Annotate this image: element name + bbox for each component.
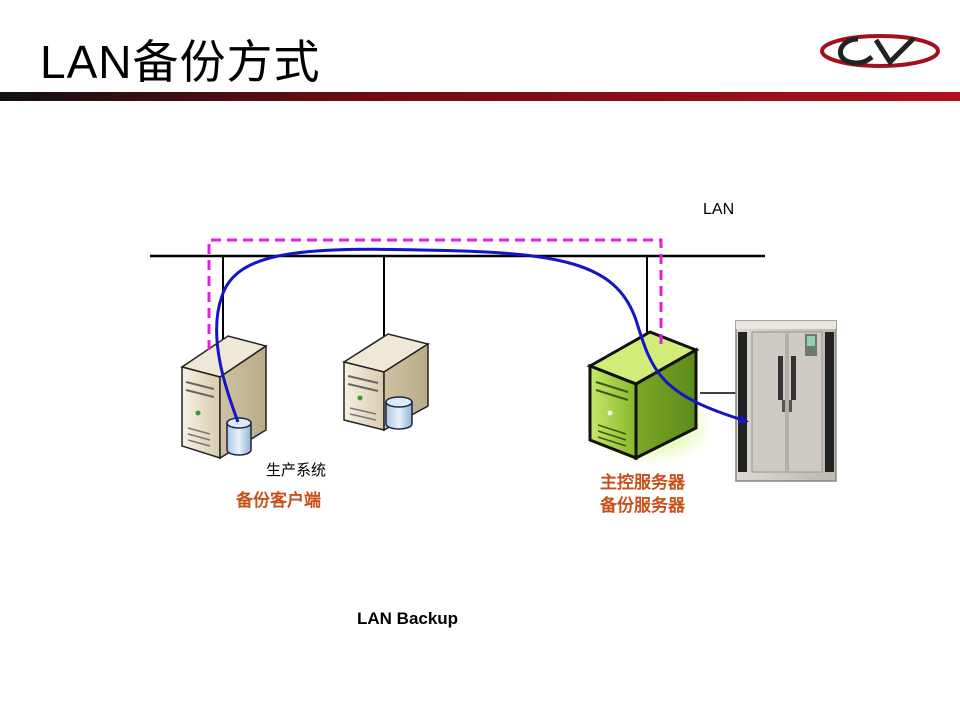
client-server-icon bbox=[180, 335, 268, 460]
header-bar bbox=[0, 92, 960, 101]
client-database-icon bbox=[226, 417, 252, 456]
slide-title: LAN备份方式 bbox=[40, 36, 321, 88]
production-system-label: 生产系统 bbox=[266, 462, 327, 479]
master-server-icon bbox=[586, 330, 700, 461]
master-server-label-group: 主控服务器 备份服务器 bbox=[600, 472, 685, 518]
cv-logo-icon bbox=[820, 34, 940, 68]
diagram-caption: LAN Backup bbox=[357, 609, 459, 628]
tape-library-icon bbox=[735, 320, 837, 482]
data-path bbox=[215, 247, 749, 424]
production-database-icon bbox=[385, 396, 413, 430]
backup-server-label: 备份服务器 bbox=[600, 496, 685, 516]
lan-label: LAN bbox=[703, 201, 735, 218]
control-path bbox=[207, 238, 663, 350]
master-server-label: 主控服务器 bbox=[600, 473, 685, 493]
backup-client-label: 备份客户端 bbox=[236, 491, 321, 511]
